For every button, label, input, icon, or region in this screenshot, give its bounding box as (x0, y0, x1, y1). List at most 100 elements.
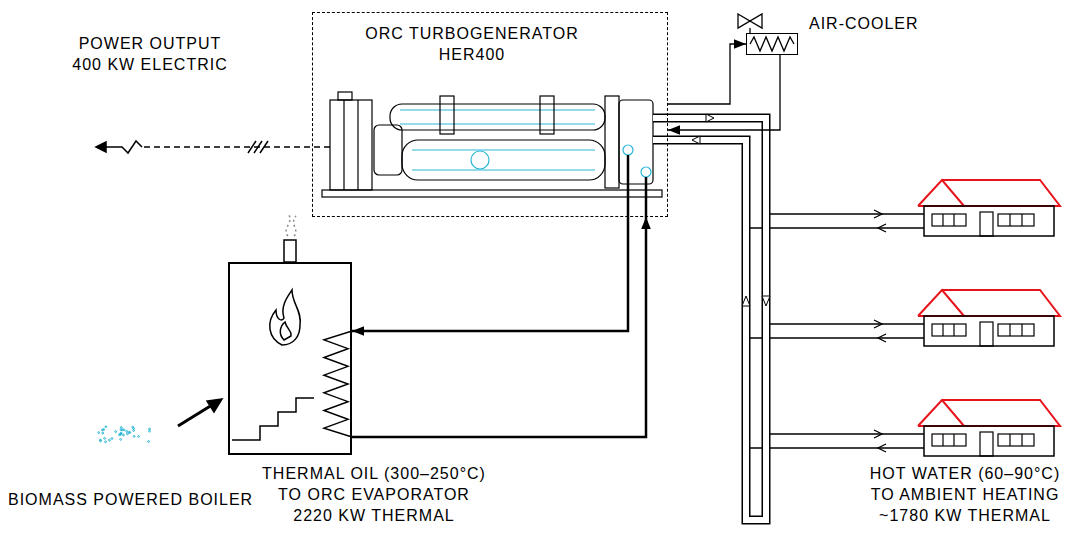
node-label: BIOMASS POWERED BOILER (8, 489, 253, 510)
biomass-pellet (129, 432, 131, 434)
biomass-pellet (121, 429, 123, 431)
turbogenerator-illustration (641, 167, 651, 177)
hot-water-pipe (653, 114, 770, 520)
heating-coil (324, 331, 352, 437)
hot-water-pipe (742, 296, 750, 306)
boiler-box: BIOMASS POWERED BOILER (228, 262, 352, 455)
biomass-pellet (120, 427, 122, 429)
turbogenerator-illustration (645, 177, 648, 217)
turbogenerator-illustration (400, 123, 595, 124)
biomass-pellet (105, 426, 107, 428)
biomass-pellet (126, 433, 128, 435)
biomass-pellet (126, 430, 128, 432)
air-cooler-symbol (738, 14, 762, 28)
biomass-pellet (99, 439, 101, 441)
house-illustration (918, 400, 1060, 456)
hot-water-pipe (762, 296, 770, 306)
boiler-illustration (324, 331, 352, 437)
turbogenerator-illustration (440, 96, 454, 134)
turbogenerator-illustration (540, 96, 554, 134)
turbogenerator-illustration (322, 190, 662, 197)
house-branch-pipes (770, 213, 924, 214)
turbogenerator-illustration (338, 92, 352, 100)
turbogenerator-illustration (357, 100, 358, 190)
pipe-connector (668, 55, 780, 130)
house-illustration (918, 180, 1060, 456)
annotation-text: HOT WATER (60–90°C) TO AMBIENT HEATING ~… (870, 463, 1061, 526)
house-illustration (918, 290, 1060, 346)
boiler-illustration (178, 405, 212, 426)
air-cooler-box: AIR-COOLER (746, 33, 798, 55)
biomass-pellet (149, 428, 151, 430)
house-branch-pipes (878, 224, 886, 232)
house-branch-pipes (874, 320, 882, 328)
biomass-pellet (104, 437, 106, 439)
turbogenerator-illustration (627, 155, 630, 217)
power-output-arrow (142, 146, 330, 148)
turbogenerator-illustration (330, 100, 372, 190)
hot-water-pipe (692, 136, 700, 144)
biomass-pellet (102, 432, 104, 434)
biomass-pellet (133, 430, 135, 432)
boiler-illustration (207, 399, 222, 412)
pipe-connector (352, 217, 628, 331)
turbogenerator-illustration (390, 104, 605, 130)
boiler-illustration (98, 214, 352, 443)
hot-water-pipe (653, 118, 766, 520)
turbogenerator-illustration (619, 100, 653, 184)
turbogenerator-illustration (343, 100, 344, 190)
boiler-illustration (232, 398, 314, 440)
hot-water-pipe (653, 118, 766, 520)
biomass-pellet (108, 439, 110, 441)
turbogenerator-box: ORC TURBOGENERATOR HER400 (312, 12, 668, 217)
air-cooler-symbol (750, 37, 794, 51)
turbogenerator-illustration (412, 169, 595, 170)
turbogenerator-illustration (374, 125, 402, 175)
biomass-pellet (149, 430, 151, 432)
turbogenerator-illustration (400, 109, 595, 110)
power-output-arrow (96, 142, 106, 152)
pipe-connector (668, 44, 746, 104)
edge-label: THERMAL OIL (300–250°C) TO ORC EVAPORATO… (262, 463, 486, 526)
power-output-arrow (96, 141, 330, 153)
biomass-pellet (148, 441, 150, 443)
biomass-pellet (98, 432, 100, 434)
biomass-pellet (115, 431, 117, 433)
power-output-arrow (248, 141, 268, 153)
turbogenerator-illustration (471, 151, 489, 169)
biomass-pellet (111, 438, 113, 440)
boiler-illustration (98, 426, 151, 443)
biomass-pellet (120, 433, 122, 435)
turbogenerator-illustration (402, 140, 605, 180)
biomass-pellet (123, 434, 125, 436)
turbogenerator-illustration (623, 145, 633, 155)
turbogenerator-illustration (412, 149, 595, 150)
boiler-illustration (294, 216, 296, 236)
annotation-text: POWER OUTPUT 400 KW ELECTRIC (72, 33, 228, 75)
boiler-illustration (284, 240, 296, 262)
house-branch-pipes (770, 323, 924, 324)
biomass-pellet (133, 435, 135, 437)
house-branch-pipes (874, 210, 882, 218)
biomass-pellet (100, 440, 102, 442)
house-branch-pipes (878, 334, 886, 342)
turbogenerator-illustration (605, 96, 619, 188)
house-branch-pipes (770, 433, 924, 434)
hot-water-pipe (706, 114, 714, 122)
power-output-arrow (104, 141, 142, 153)
pipe-connector (352, 217, 646, 437)
house-branch-pipes (874, 430, 882, 438)
boiler-illustration (286, 214, 290, 236)
biomass-pellet (138, 436, 140, 438)
biomass-pellet (120, 439, 122, 441)
house-branch-pipes (878, 444, 886, 452)
node-label: ORC TURBOGENERATOR HER400 (365, 23, 579, 65)
boiler-illustration (280, 322, 291, 340)
house-illustration (918, 180, 1060, 236)
biomass-pellet (103, 429, 105, 431)
biomass-pellet (105, 441, 107, 443)
biomass-pellet (120, 432, 122, 434)
